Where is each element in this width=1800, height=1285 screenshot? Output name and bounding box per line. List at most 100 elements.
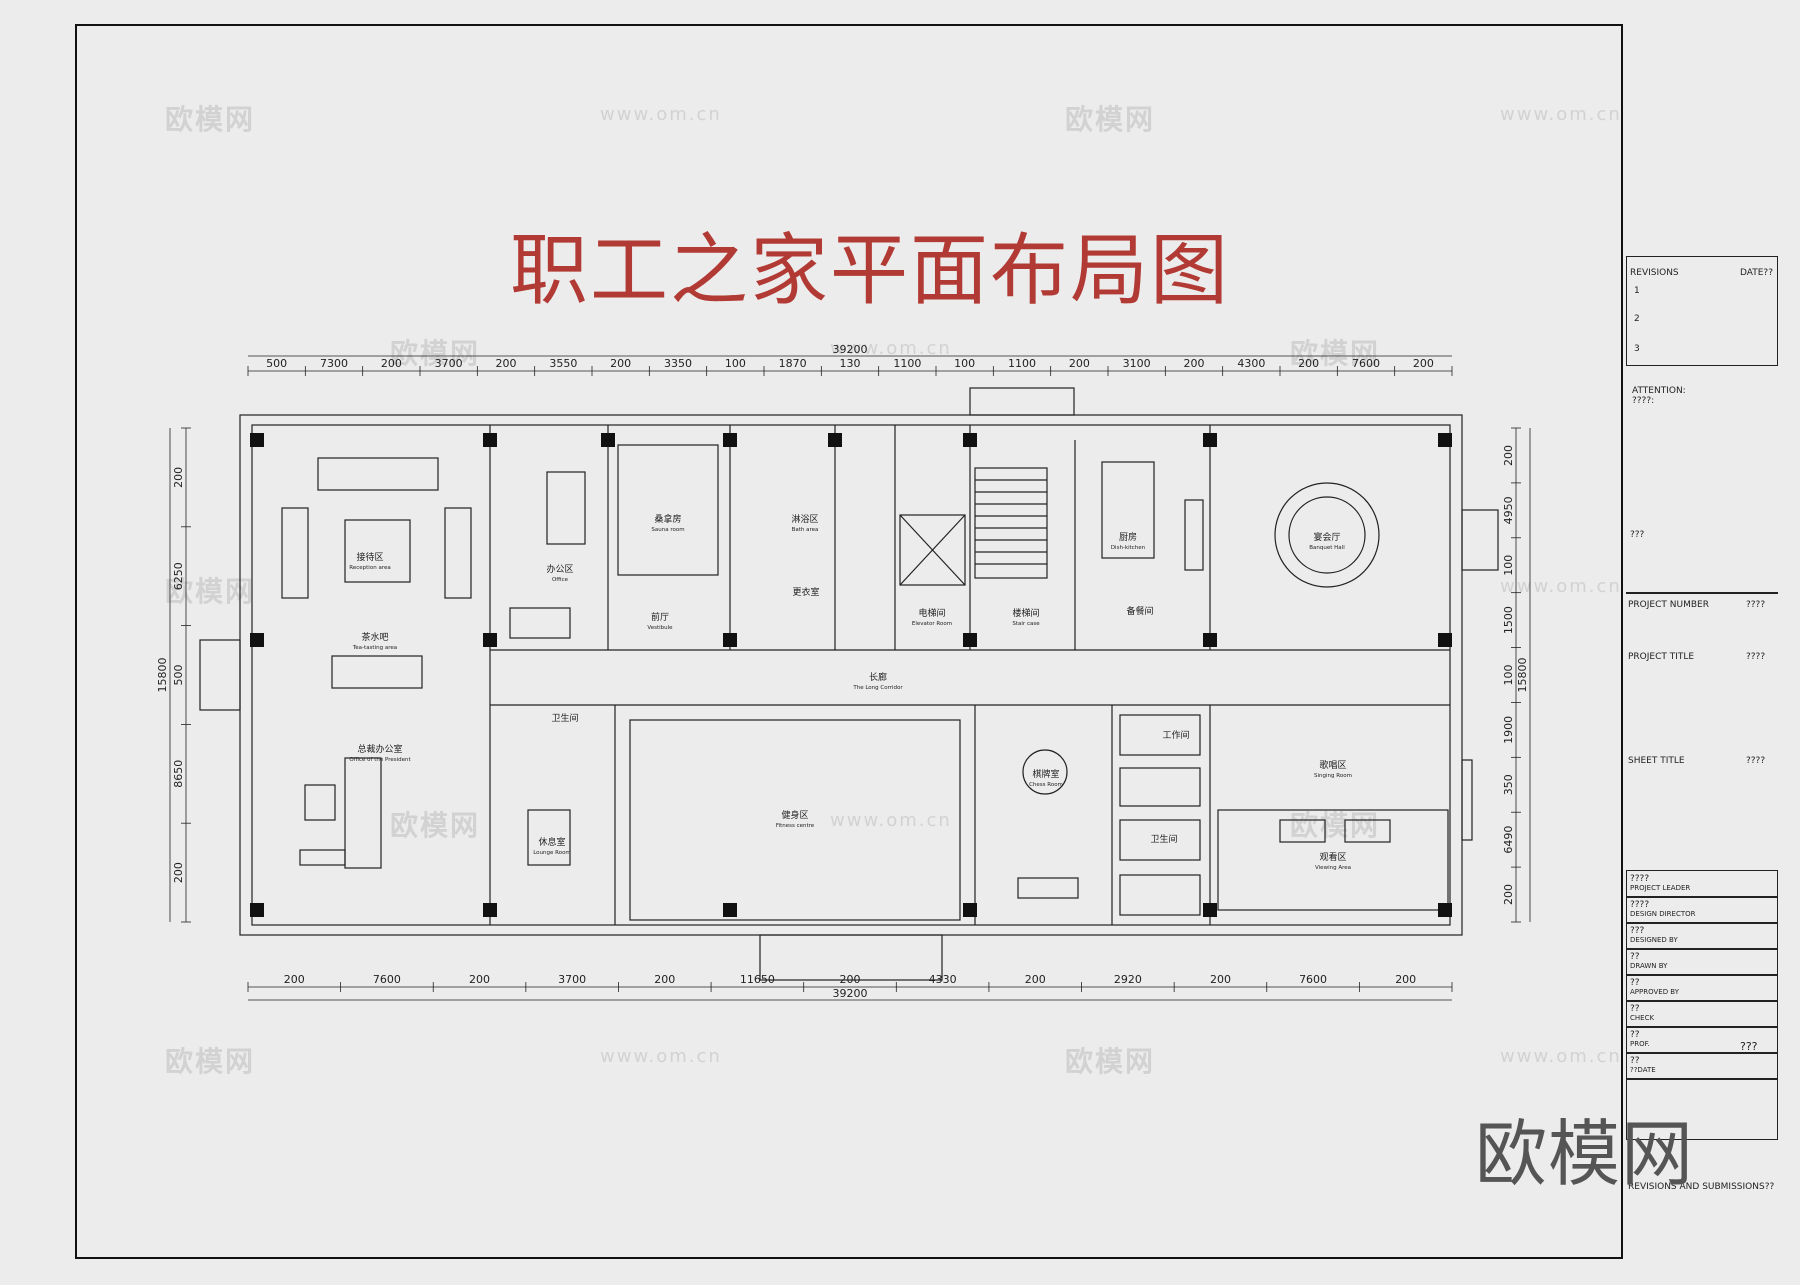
drawing-title: 职工之家平面布局图 [510,226,1231,316]
top-dim: 200 [381,357,402,370]
watermark-url: www.om.cn [830,338,952,359]
top-dim: 130 [840,357,861,370]
room-label-en: Bath area [792,527,819,533]
bottom-dim: 200 [1395,973,1416,986]
room-label: 厨房 [1119,531,1137,543]
signoff-label: DESIGN DIRECTOR [1630,910,1696,918]
room-label-en: Singing Room [1314,773,1352,779]
watermark: 欧模网 [390,337,481,370]
signoff-value: ?? [1630,1030,1640,1040]
column [250,903,264,917]
room-label-en: Office of the President [349,757,411,763]
room-label-en: Office [552,577,569,583]
room-label: 接待区 [356,551,383,563]
room-label: 卫生间 [551,712,578,724]
room-label-en: Lounge Room [533,850,571,856]
bottom-dim: 11650 [740,973,775,986]
project-title-label: PROJECT TITLE [1628,652,1695,662]
top-dim: 1100 [1008,357,1036,370]
left-dim: 8650 [172,760,185,788]
top-dim: 7300 [320,357,348,370]
left-dim: 200 [172,467,185,488]
sheet-title-value: ???? [1746,756,1766,766]
top-dim: 4300 [1237,357,1265,370]
left-dim: 500 [172,665,185,686]
top-dim: 200 [1069,357,1090,370]
signoff-label: PROF. [1630,1040,1650,1048]
column [723,433,737,447]
room-label-en: Tea-tasting area [352,645,397,651]
signoff-value: ?? [1630,1004,1640,1014]
project-title-value: ???? [1746,652,1766,662]
divider [1626,592,1778,594]
bottom-dim: 7600 [373,973,401,986]
signoff-label: PROJECT LEADER [1630,884,1691,892]
watermark: 欧模网 [1065,103,1156,136]
room-label-en: Elevator Room [912,621,952,627]
top-dim: 200 [1413,357,1434,370]
signoff-label: DESIGNED BY [1630,936,1678,944]
signoff-divider [1626,922,1778,924]
column [1438,633,1452,647]
signoff-value: ???? [1630,900,1650,910]
column [601,433,615,447]
column [250,633,264,647]
revisions-box [1626,256,1778,366]
bottom-dim: 200 [284,973,305,986]
right-dim: 1900 [1502,716,1515,744]
signoff-label: APPROVED BY [1630,988,1680,996]
top-total: 39200 [833,343,868,356]
column [963,903,977,917]
watermark: 欧模网 [1290,337,1381,370]
top-dim: 100 [725,357,746,370]
watermark: 欧模网 [165,575,256,608]
column [723,903,737,917]
room-label: 前厅 [651,611,669,623]
top-dim: 200 [1184,357,1205,370]
top-dim: 7600 [1352,357,1380,370]
bottom-dim: 200 [469,973,490,986]
top-dim: 3350 [664,357,692,370]
watermark-url: www.om.cn [600,1046,722,1067]
bottom-total: 39200 [833,987,868,1000]
room-label-en: Stair case [1012,621,1040,627]
top-dim: 3700 [435,357,463,370]
watermark-url: www.om.cn [600,104,722,125]
column [250,433,264,447]
column [1438,433,1452,447]
room-label: 健身区 [781,809,808,821]
top-dim: 100 [954,357,975,370]
column [1203,633,1217,647]
signoff-value: ?? [1630,978,1640,988]
footer-label: REVISIONS AND SUBMISSIONS?? [1628,1182,1775,1192]
room-label: 棋牌室 [1032,768,1059,780]
top-dim: 3100 [1123,357,1151,370]
room-label-en: The Long Corridor [852,685,903,691]
watermark: 欧模网 [1290,809,1381,842]
bottom-dim: 2920 [1114,973,1142,986]
structural-columns [250,433,1452,917]
room-label-en: Vestibule [647,625,673,631]
signoff-value: ???? [1630,874,1650,884]
signoff-divider [1626,974,1778,976]
attention-text: ????: [1632,396,1655,406]
bottom-dim: 7600 [1299,973,1327,986]
signoff-label: DRAWN BY [1630,962,1668,970]
room-label-en: Fitness centre [776,823,815,829]
top-dim: 200 [1298,357,1319,370]
room-label: 茶水吧 [361,631,388,643]
watermark: 欧模网 [390,809,481,842]
revision-mark-1: 1 [1634,286,1640,296]
left-dim: 200 [172,862,185,883]
signoff-divider [1626,1026,1778,1028]
room-label: 更衣室 [792,586,819,598]
plan-walls [199,387,1499,981]
room-label: 观看区 [1319,851,1346,863]
room-label: 淋浴区 [791,513,818,525]
bottom-dim: 200 [1025,973,1046,986]
room-label: 工作间 [1162,729,1189,741]
watermark-url: www.om.cn [1500,1046,1622,1067]
bottom-dim: 3700 [558,973,586,986]
column [1203,433,1217,447]
